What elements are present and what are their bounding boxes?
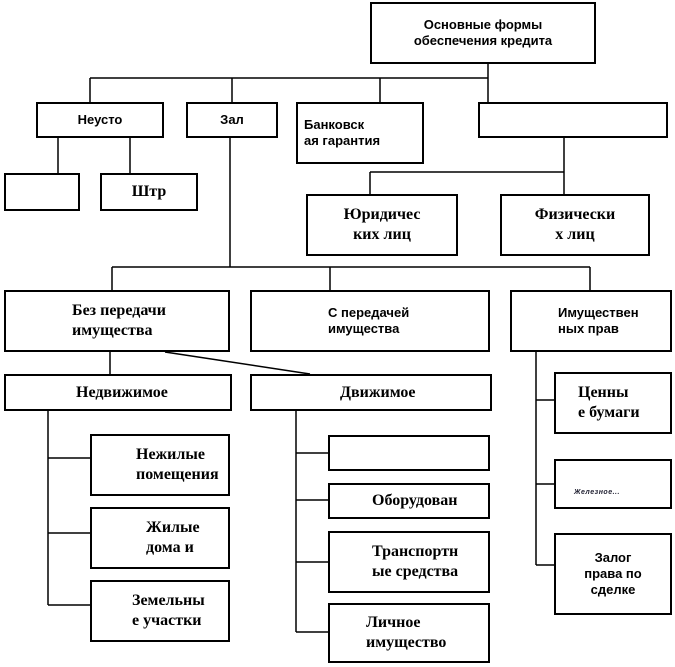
- land-plots-label: Земельны е участки: [132, 592, 205, 629]
- movable-label: Движимое: [340, 383, 416, 401]
- no-transfer-box: Без передачи имущества: [4, 290, 230, 352]
- with-transfer-box: С передачей имущества: [250, 290, 490, 352]
- real-estate-box: Недвижимое: [4, 374, 232, 411]
- equipment-label: Оборудован: [372, 492, 458, 509]
- individuals-box: Физически х лиц: [500, 194, 650, 256]
- securities-box: Ценны е бумаги: [554, 372, 672, 434]
- root-box: Основные формы обеспечения кредита: [370, 2, 596, 64]
- movable-box: Движимое: [250, 374, 492, 411]
- empty-top-box: [478, 102, 668, 138]
- land-plots-box: Земельны е участки: [90, 580, 230, 642]
- fine-label: Штр: [131, 183, 167, 200]
- bank-guarantee-label: Банковск ая гарантия: [304, 116, 381, 148]
- rights-small-box: Жeлeзнoe...: [554, 459, 672, 509]
- legal-entities-box: Юридичес ких лиц: [306, 194, 458, 256]
- vehicles-box: Транспортн ые средства: [328, 531, 490, 593]
- securities-label: Ценны е бумаги: [578, 384, 640, 421]
- no-transfer-label: Без передачи имущества: [72, 302, 166, 339]
- houses-label: Жилые дома и: [146, 519, 200, 556]
- legal-entities-label: Юридичес ких лиц: [343, 206, 421, 243]
- rights-small-label: Жeлeзнoe...: [574, 488, 620, 496]
- personal-property-box: Личное имущество: [328, 603, 490, 663]
- pledge-box: Зал: [186, 102, 278, 138]
- non-residential-label: Нежилые помещения: [136, 446, 219, 483]
- bank-guarantee-box: Банковск ая гарантия: [296, 102, 424, 164]
- real-estate-label: Недвижимое: [76, 383, 168, 401]
- penalty-label: Неусто: [77, 111, 123, 127]
- movable-empty-box: [328, 435, 490, 471]
- penalty-child-empty-box: [4, 173, 80, 211]
- property-rights-label: Имуществен ных прав: [558, 304, 639, 336]
- deal-rights-box: Залог права по сделке: [554, 533, 672, 615]
- personal-property-label: Личное имущество: [366, 614, 447, 651]
- pledge-label: Зал: [220, 111, 244, 127]
- penalty-box: Неусто: [36, 102, 164, 138]
- equipment-box: Оборудован: [328, 483, 490, 519]
- vehicles-label: Транспортн ые средства: [372, 543, 459, 580]
- non-residential-box: Нежилые помещения: [90, 434, 230, 496]
- with-transfer-label: С передачей имущества: [328, 304, 410, 336]
- deal-rights-label: Залог права по сделке: [584, 549, 642, 598]
- houses-box: Жилые дома и: [90, 507, 230, 569]
- individuals-label: Физически х лиц: [534, 206, 616, 243]
- root-label: Основные формы обеспечения кредита: [413, 16, 553, 48]
- property-rights-box: Имуществен ных прав: [510, 290, 672, 352]
- fine-box: Штр: [100, 173, 198, 211]
